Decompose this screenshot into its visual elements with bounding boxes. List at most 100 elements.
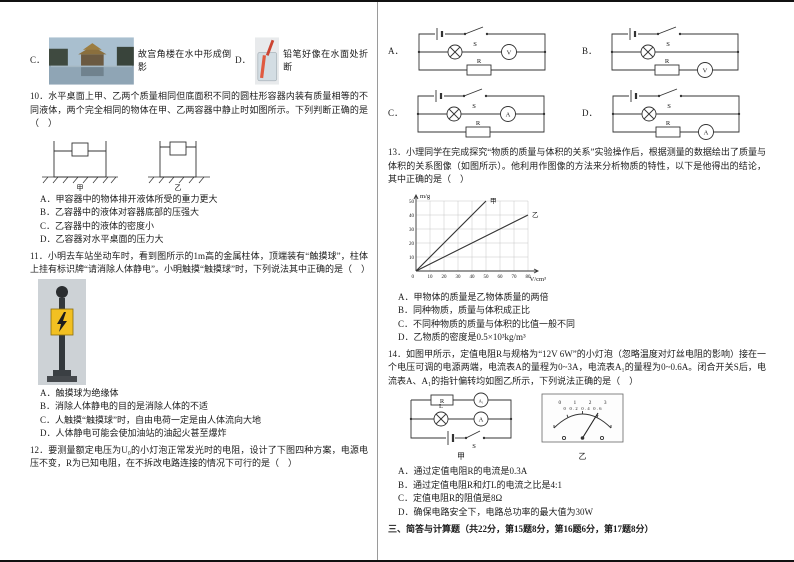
palace-reflection-photo	[49, 37, 134, 85]
circuit-option-c: C． S A R	[388, 86, 572, 142]
mass-volume-graph: m/g V/cm³ 0 50 40 30 20 10 10 20 30 40 5…	[409, 193, 546, 283]
container-jia-diagram: 甲	[42, 140, 118, 191]
meter-label: V	[703, 68, 708, 75]
question-14-option-d: D．确保电路安全下，电路总功率的最大值为30W	[398, 506, 593, 517]
pencil-refraction-photo	[254, 37, 280, 85]
question-10-option-c: C．乙容器中的液体的密度小	[40, 220, 155, 231]
graph-x-tick: 30	[456, 275, 462, 280]
graph-y-tick: 50	[409, 200, 415, 205]
question-11-option-c: C．人触摸“触摸球”时，自由电荷一定是由人体流向大地	[40, 414, 261, 425]
graph-x-tick: 40	[470, 275, 476, 280]
graph-y-tick: 10	[409, 256, 415, 261]
circuit-d-label: D．	[582, 108, 598, 119]
switch-label: S	[473, 41, 477, 48]
question-13-figure: m/g V/cm³ 0 50 40 30 20 10 10 20 30 40 5…	[396, 189, 766, 289]
question-14-option-c: C．定值电阻R的阻值是8Ω	[398, 493, 503, 503]
graph-y-tick: 30	[409, 228, 415, 233]
graph-x-tick: 10	[428, 275, 434, 280]
container-yi-label: 乙	[175, 184, 182, 191]
question-14-stem: 14．如图甲所示，定值电阻R与规格为“12V 6W”的小灯泡（忽略温度对灯丝电阻…	[388, 348, 766, 386]
graph-line-yi-label: 乙	[532, 211, 539, 219]
right-column: A． S V R	[388, 24, 766, 546]
graph-x-tick: 80	[526, 275, 532, 280]
option-c-caption: 故宫角楼在水中形成倒影	[137, 48, 232, 73]
question-13-option-d: D．乙物质的密度是0.5×10³kg/m³	[398, 332, 526, 342]
q14-figure-yi-label: 乙	[578, 452, 587, 461]
question-14-option-b: B．通过定值电阻R和灯L的电流之比是4:1	[398, 479, 563, 490]
graph-y-tick: 40	[409, 214, 415, 219]
resistor-label: R	[665, 58, 670, 65]
graph-origin-label: 0	[412, 275, 415, 280]
resistor-label: R	[476, 58, 481, 65]
question-12-stem: 12．要测量额定电压为U₀的小灯泡正常发光时的电阻，设计了下图四种方案，电源电压…	[30, 444, 368, 469]
question-11-options: A．触摸球为绝缘体 B．消除人体静电的目的是消除人体的不适 C．人触摸“触摸球”…	[30, 387, 368, 441]
graph-x-axis-label: V/cm³	[530, 276, 546, 283]
circuit-c-label: C．	[388, 108, 404, 119]
graph-x-tick: 60	[498, 275, 504, 280]
question-11-option-a: A．触摸球为绝缘体	[40, 387, 119, 398]
q14-meter-figure: 0 1 2 3 0 0.2 0.4 0.6 乙	[540, 392, 625, 463]
q14-circuit-diagram: R A₁ L A S	[409, 392, 513, 450]
q14-lamp-label: L	[439, 403, 443, 410]
circuit-c-diagram: S A R	[416, 88, 546, 138]
q14-ammeter-label: A	[479, 417, 484, 424]
option-d-label: D．	[235, 55, 251, 66]
circuit-d-diagram: S R A	[611, 88, 740, 140]
circuit-a-label: A．	[388, 46, 404, 57]
circuit-option-a: A． S V R	[388, 24, 572, 80]
section-3-heading: 三、简答与计算题（共22分，第15题8分，第16题6分，第17题8分）	[388, 524, 654, 534]
circuit-a-diagram: S V R	[417, 26, 546, 76]
ammeter-dial: 0 1 2 3 0 0.2 0.4 0.6	[541, 393, 624, 443]
question-10-option-d: D．乙容器对水平桌面的压力大	[40, 234, 164, 244]
circuit-option-b: B． S R V	[582, 24, 766, 80]
question-13-option-b: B．同种物质，质量与体积成正比	[398, 305, 531, 315]
resistor-label: R	[476, 120, 481, 127]
switch-label: S	[667, 103, 671, 110]
question-10-options: A．甲容器中的物体排开液体所受的重力更大 B．乙容器中的液体对容器底部的压强大 …	[30, 193, 368, 247]
graph-y-tick: 20	[409, 242, 415, 247]
meter-label: A	[703, 130, 708, 137]
q14-switch-label: S	[472, 443, 476, 450]
container-jia-label: 甲	[77, 184, 84, 191]
switch-label: S	[472, 103, 476, 110]
q14-circuit-figure: R A₁ L A S 甲	[396, 390, 526, 463]
question-10-option-b: B．乙容器中的液体对容器底部的压强大	[40, 207, 200, 217]
circuit-option-d: D． S R A	[582, 86, 766, 142]
static-discharge-pole-photo	[38, 278, 86, 385]
q14-resistor-label: R	[440, 398, 445, 405]
q14-figure-jia-label: 甲	[457, 452, 465, 461]
resistor-label: R	[665, 120, 670, 127]
question-11-figure	[38, 278, 368, 385]
question-10-option-a: A．甲容器中的物体排开液体所受的重力更大	[40, 193, 218, 204]
column-divider	[377, 2, 378, 560]
container-yi-diagram: 乙	[148, 140, 210, 191]
dial-scale-sub: 0 0.2 0.4 0.6	[564, 406, 603, 411]
question-11-option-b: B．消除人体静电的目的是消除人体的不适	[40, 401, 209, 411]
left-column: C． 故宫角楼在水中形成倒影 D． 铅笔好像在水面处折断	[30, 36, 370, 473]
question-14-option-a: A．通过定值电阻R的电流是0.3A	[398, 466, 528, 476]
q9-options-cd-row: C． 故宫角楼在水中形成倒影 D． 铅笔好像在水面处折断	[30, 36, 368, 86]
meter-label: A	[506, 112, 511, 119]
graph-x-tick: 70	[512, 275, 518, 280]
question-10-stem: 10．水平桌面上甲、乙两个质量相同但底面积不同的圆柱形容器内装有质量相等的不同液…	[30, 91, 368, 128]
option-c-label: C．	[30, 55, 46, 66]
question-13-option-a: A．甲物体的质量是乙物体质量的两倍	[398, 291, 549, 302]
switch-label: S	[666, 41, 670, 48]
question-12-circuit-options: A． S V R	[388, 24, 766, 142]
question-13-options: A．甲物体的质量是乙物体质量的两倍 B．同种物质，质量与体积成正比 C．不同种物…	[388, 291, 766, 345]
circuit-b-label: B．	[582, 46, 598, 57]
question-11-option-d: D．人体静电可能会使加油站的油起火甚至爆炸	[40, 428, 227, 438]
option-d-caption: 铅笔好像在水面处折断	[283, 48, 368, 73]
question-14-figure: R A₁ L A S 甲	[396, 390, 766, 463]
meter-label: V	[506, 50, 511, 57]
graph-x-tick: 20	[442, 275, 448, 280]
question-10-figure: 甲 乙	[38, 133, 368, 191]
question-13-option-c: C．不同种物质的质量与体积的比值一般不同	[398, 318, 576, 329]
question-11-stem: 11．小明去车站坐动车时，看到图所示的1m高的金属柱体，顶端装有“触摸球”，柱体…	[30, 250, 370, 275]
circuit-b-diagram: S R V	[610, 26, 740, 78]
graph-x-tick: 50	[484, 275, 490, 280]
question-14-options: A．通过定值电阻R的电流是0.3A B．通过定值电阻R和灯L的电流之比是4:1 …	[388, 465, 766, 519]
dial-scale-main: 0 1 2 3	[559, 401, 608, 406]
graph-y-axis-label: m/g	[420, 193, 431, 200]
